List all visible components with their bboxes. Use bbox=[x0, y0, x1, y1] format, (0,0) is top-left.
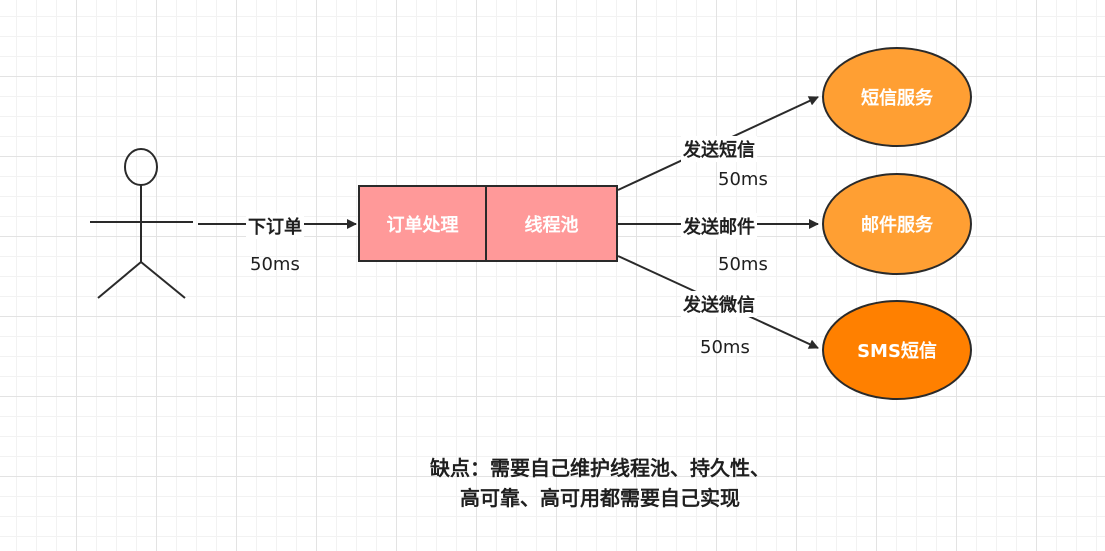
edge-time-send-wechat: 50ms bbox=[700, 337, 750, 358]
sms-service-node: 短信服务 bbox=[822, 47, 972, 147]
email-service-label: 邮件服务 bbox=[861, 215, 933, 236]
edge-time-send-sms: 50ms bbox=[718, 169, 768, 190]
drawback-note-line1: 缺点：需要自己维护线程池、持久性、 bbox=[430, 456, 770, 480]
order-processing-box: 订单处理 bbox=[358, 185, 487, 262]
edge-label-send-sms: 发送短信 bbox=[681, 136, 757, 162]
wechat-sms-label: SMS短信 bbox=[857, 341, 937, 362]
edge-time-send-email: 50ms bbox=[718, 254, 768, 275]
actor-icon bbox=[90, 148, 193, 299]
sms-service-label: 短信服务 bbox=[861, 88, 933, 109]
drawback-note-line2: 高可靠、高可用都需要自己实现 bbox=[460, 486, 740, 510]
thread-pool-box: 线程池 bbox=[485, 185, 618, 262]
wechat-sms-node: SMS短信 bbox=[822, 300, 972, 400]
thread-pool-label: 线程池 bbox=[524, 214, 579, 236]
order-edge-time: 50ms bbox=[250, 254, 300, 275]
edge-label-send-email: 发送邮件 bbox=[681, 213, 757, 239]
order-edge-label: 下订单 bbox=[246, 213, 304, 239]
edge-label-send-wechat: 发送微信 bbox=[681, 291, 757, 317]
email-service-node: 邮件服务 bbox=[822, 173, 972, 275]
order-processing-label: 订单处理 bbox=[386, 214, 459, 236]
